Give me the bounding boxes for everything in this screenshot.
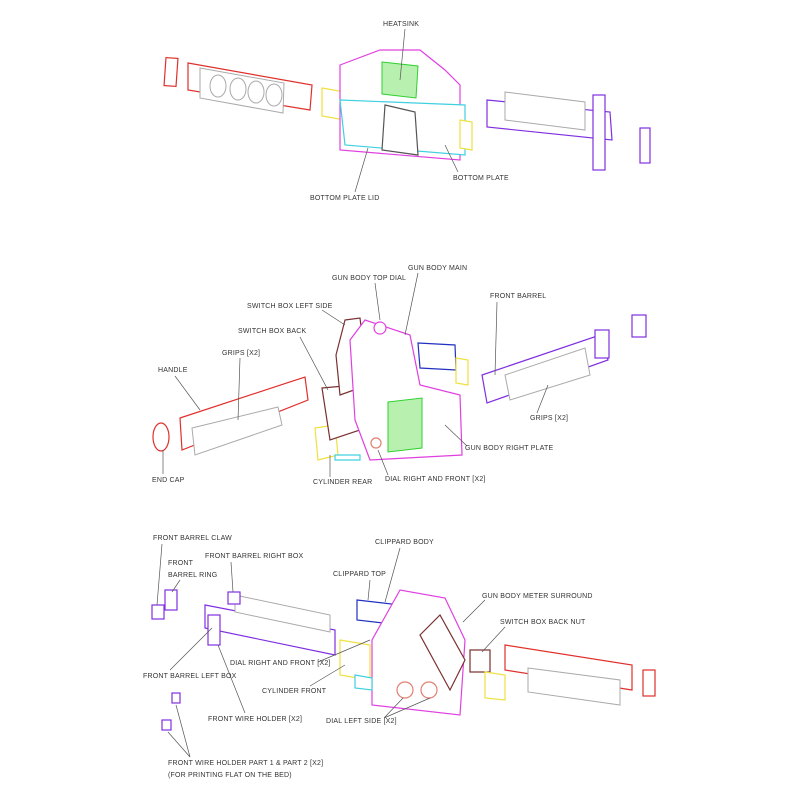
end-cap bbox=[642, 669, 656, 697]
grip-right bbox=[504, 91, 586, 131]
grips bbox=[191, 406, 283, 456]
heatsink bbox=[387, 397, 423, 453]
label-switch-box-back-nut: SWITCH BOX BACK NUT bbox=[500, 619, 586, 626]
clippard bbox=[417, 342, 457, 371]
plate bbox=[354, 674, 373, 691]
label-front-barrel-right-box: FRONT BARREL RIGHT BOX bbox=[205, 553, 304, 560]
front-barrel-ring bbox=[164, 589, 178, 611]
label-front-wire-holder: FRONT WIRE HOLDER [X2] bbox=[208, 716, 302, 723]
label-dial-right-and-front: DIAL RIGHT AND FRONT [X2] bbox=[385, 476, 486, 483]
label-dial-left-side: DIAL LEFT SIDE [X2] bbox=[326, 718, 397, 725]
front-barrel-left-box bbox=[207, 614, 221, 646]
end-cap bbox=[163, 56, 179, 88]
label-handle: HANDLE bbox=[158, 367, 188, 374]
cylinder-rear bbox=[484, 671, 506, 701]
label-front-wire-holder-parts: FRONT WIRE HOLDER PART 1 & PART 2 [X2] bbox=[168, 760, 323, 767]
switch-box-back-nut bbox=[469, 649, 491, 673]
front-wire-holder-2 bbox=[161, 719, 172, 731]
bottom-plate-lid bbox=[381, 104, 419, 156]
label-gun-body-main: GUN BODY MAIN bbox=[408, 265, 467, 272]
label-gun-body-meter-surround: GUN BODY METER SURROUND bbox=[482, 593, 593, 600]
view-1-top: HEATSINK BOTTOM PLATE LID BOTTOM PLATE bbox=[163, 21, 651, 202]
dial-left-side-1 bbox=[396, 681, 414, 699]
label-gun-body-right-plate: GUN BODY RIGHT PLATE bbox=[465, 445, 554, 452]
gun-body-meter-surround bbox=[419, 614, 466, 692]
label-printing-note: (FOR PRINTING FLAT ON THE BED) bbox=[168, 772, 292, 779]
grips-right bbox=[504, 347, 591, 401]
front-barrel-right-box bbox=[227, 591, 241, 605]
front-barrel-upper bbox=[234, 594, 331, 633]
dial-right bbox=[370, 437, 382, 449]
label-front-barrel-ring-1: FRONT bbox=[168, 560, 194, 567]
cylinder-front bbox=[459, 119, 473, 151]
view-2-middle: GUN BODY TOP DIAL GUN BODY MAIN SWITCH B… bbox=[152, 265, 647, 486]
label-clippard-top: CLIPPARD TOP bbox=[333, 571, 386, 578]
label-switch-box-back: SWITCH BOX BACK bbox=[238, 328, 306, 335]
label-front-barrel-ring-2: BARREL RING bbox=[168, 572, 217, 579]
label-front-barrel-claw: FRONT BARREL CLAW bbox=[153, 535, 232, 542]
label-gun-body-top-dial: GUN BODY TOP DIAL bbox=[332, 275, 406, 282]
label-end-cap: END CAP bbox=[152, 477, 185, 484]
front-barrel-box bbox=[592, 94, 606, 171]
label-front-barrel-left-box: FRONT BARREL LEFT BOX bbox=[143, 673, 237, 680]
label-front-barrel: FRONT BARREL bbox=[490, 293, 546, 300]
label-cylinder-front: CYLINDER FRONT bbox=[262, 688, 327, 695]
view-3-bottom: FRONT BARREL CLAW FRONT BARREL RING FRON… bbox=[143, 535, 656, 779]
label-grips-left: GRIPS [X2] bbox=[222, 350, 260, 357]
end-cap bbox=[152, 422, 170, 452]
front-barrel-claw bbox=[151, 604, 165, 620]
label-heatsink: HEATSINK bbox=[383, 21, 419, 28]
grips bbox=[527, 667, 621, 706]
label-switch-box-left-side: SWITCH BOX LEFT SIDE bbox=[247, 303, 333, 310]
front-barrel-claw bbox=[631, 314, 647, 338]
gun-body-top-dial bbox=[373, 321, 387, 335]
cylinder-front bbox=[455, 357, 469, 386]
plate bbox=[334, 454, 361, 461]
label-clippard-body: CLIPPARD BODY bbox=[375, 539, 434, 546]
label-bottom-plate-lid: BOTTOM PLATE LID bbox=[310, 195, 379, 202]
label-dial-right-and-front: DIAL RIGHT AND FRONT [X2] bbox=[230, 660, 331, 667]
grip bbox=[199, 67, 285, 114]
front-wire-holder-1 bbox=[171, 692, 181, 704]
label-cylinder-rear: CYLINDER REAR bbox=[313, 479, 372, 486]
label-bottom-plate: BOTTOM PLATE bbox=[453, 175, 509, 182]
front-barrel-claw bbox=[639, 127, 651, 164]
front-barrel-box bbox=[594, 329, 610, 359]
label-grips-right: GRIPS [X2] bbox=[530, 415, 568, 422]
dial-left-side-2 bbox=[420, 681, 438, 699]
